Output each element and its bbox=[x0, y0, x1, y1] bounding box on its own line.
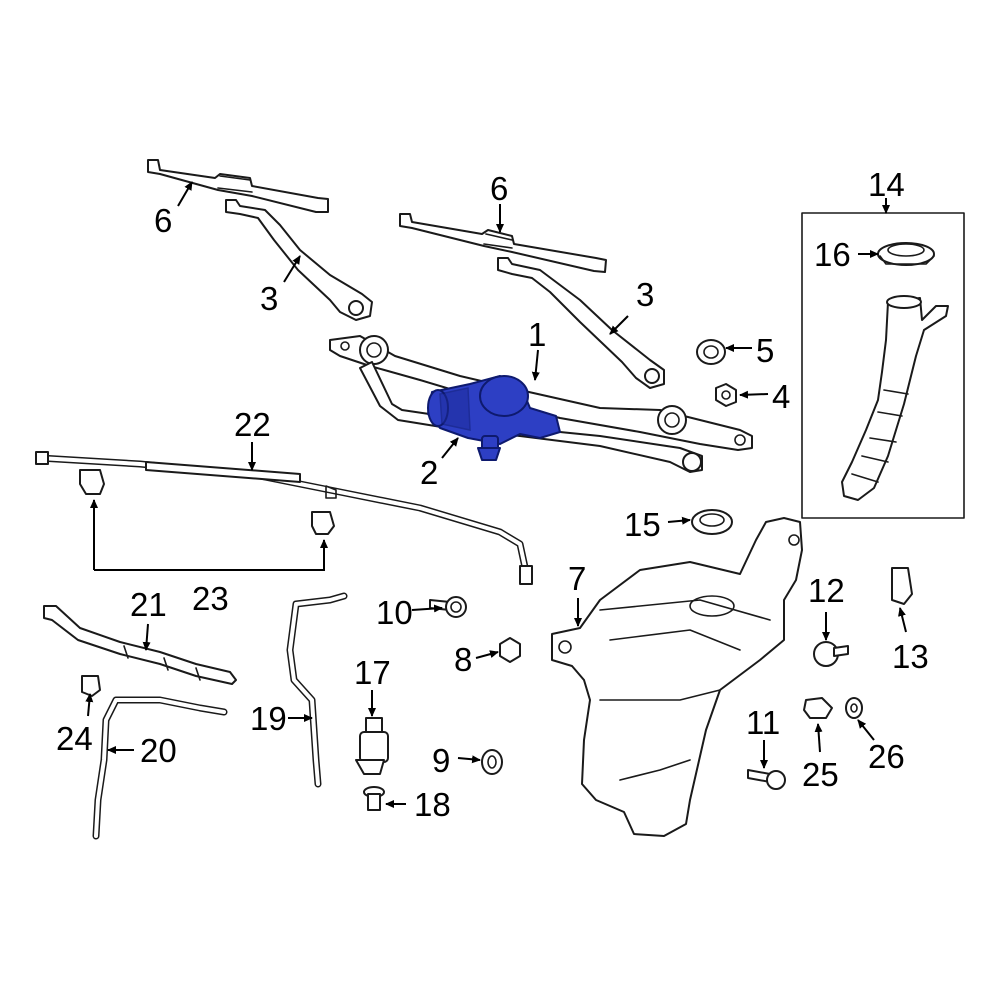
callout-5: 5 bbox=[756, 332, 775, 369]
callout-14: 14 bbox=[868, 166, 905, 203]
callout-9: 9 bbox=[432, 742, 451, 779]
callout-23: 23 bbox=[192, 580, 229, 617]
clip-13[interactable] bbox=[891, 567, 913, 605]
bolt-10[interactable] bbox=[429, 596, 467, 618]
grommet-9[interactable] bbox=[481, 749, 503, 775]
callout-3-right: 3 bbox=[636, 276, 655, 313]
nut[interactable] bbox=[715, 383, 737, 407]
callout-20: 20 bbox=[140, 732, 177, 769]
callout-21: 21 bbox=[130, 586, 167, 623]
wiring-harness[interactable] bbox=[43, 605, 237, 685]
bolt-11[interactable] bbox=[747, 769, 786, 790]
nut-8[interactable] bbox=[499, 637, 521, 663]
bolt-12[interactable] bbox=[813, 641, 849, 667]
callout-17: 17 bbox=[354, 654, 391, 691]
grommet-15[interactable] bbox=[691, 509, 733, 535]
wiper-linkage[interactable] bbox=[329, 335, 753, 473]
washer-hose-assembly[interactable] bbox=[35, 451, 533, 585]
grommet[interactable] bbox=[696, 339, 726, 365]
callout-22: 22 bbox=[234, 406, 271, 443]
wiper-motor[interactable] bbox=[427, 375, 561, 461]
callout-13: 13 bbox=[892, 638, 929, 675]
callout-3-left: 3 bbox=[260, 280, 279, 317]
callout-7: 7 bbox=[568, 560, 587, 597]
callout-16: 16 bbox=[814, 236, 851, 273]
callout-8: 8 bbox=[454, 641, 473, 678]
washer-nozzle-left[interactable] bbox=[79, 469, 105, 495]
callout-2: 2 bbox=[420, 454, 439, 491]
washer-nozzle-right[interactable] bbox=[311, 511, 335, 535]
callout-15: 15 bbox=[624, 506, 661, 543]
callout-10: 10 bbox=[376, 594, 413, 631]
callout-6-right: 6 bbox=[490, 170, 509, 207]
connector[interactable] bbox=[81, 675, 101, 697]
callout-26: 26 bbox=[868, 738, 905, 775]
wiper-arm-right[interactable] bbox=[497, 257, 665, 389]
washer-26[interactable] bbox=[845, 697, 863, 719]
callout-24: 24 bbox=[56, 720, 93, 757]
filler-cap[interactable] bbox=[877, 242, 935, 266]
washer-reservoir[interactable] bbox=[551, 517, 803, 837]
leader-lines bbox=[85, 181, 907, 808]
callout-11: 11 bbox=[746, 704, 781, 741]
callout-1: 1 bbox=[528, 316, 547, 353]
callout-25: 25 bbox=[802, 756, 839, 793]
callout-6-left: 6 bbox=[154, 202, 173, 239]
filler-neck[interactable] bbox=[841, 295, 949, 501]
washer-pump[interactable] bbox=[355, 717, 389, 775]
callout-19: 19 bbox=[250, 700, 287, 737]
washer-tube[interactable] bbox=[286, 592, 348, 788]
callout-18: 18 bbox=[414, 786, 451, 823]
wiper-blade-right[interactable] bbox=[399, 213, 607, 273]
callout-4: 4 bbox=[772, 378, 791, 415]
callout-12: 12 bbox=[808, 572, 845, 609]
pump-grommet[interactable] bbox=[363, 786, 385, 811]
nut-25[interactable] bbox=[803, 697, 833, 719]
wiper-arm-left[interactable] bbox=[225, 199, 373, 321]
washer-hose-rear[interactable] bbox=[92, 696, 228, 840]
